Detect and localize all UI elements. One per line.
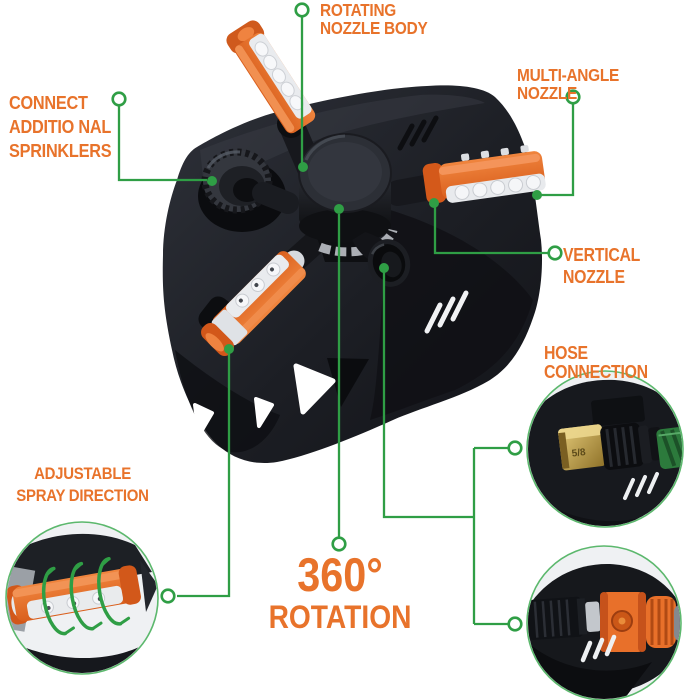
label-connect-additional-sprinklers: CONNECT ADDITIO NAL SPRINKLERS	[9, 92, 112, 161]
callout-dot-icon	[207, 176, 217, 186]
leader-adjustable-spray	[177, 351, 231, 598]
multi-angle-nozzle-right	[422, 145, 546, 204]
label-360-rotation: ROTATION	[268, 599, 412, 635]
callout-ring-icon	[565, 89, 581, 105]
leader-lines	[117, 17, 575, 626]
brass-fitting: 5/8	[558, 424, 606, 471]
leader-vertical-nozzle	[433, 206, 548, 255]
base-ridge-slashes	[397, 115, 439, 151]
base-shadow-foot	[175, 350, 280, 453]
callout-ring-icon	[331, 536, 347, 552]
callout-dot-icon	[224, 344, 234, 354]
leader-multi-angle-nozzle	[541, 104, 575, 197]
callout-dot-icon	[429, 198, 439, 208]
callout-ring-icon	[160, 588, 176, 604]
callout-dots	[207, 162, 542, 354]
callout-dot-icon	[379, 263, 389, 273]
base-shadow-right	[370, 210, 533, 420]
callout-ring-icon	[547, 245, 563, 261]
nozzle-holes-left	[235, 262, 281, 308]
callout-dot-icon	[532, 190, 542, 200]
orange-quick-connector	[600, 592, 680, 652]
callout-dot-icon	[334, 204, 344, 214]
threaded-outlet	[528, 596, 601, 640]
callout-dot-icon	[298, 162, 308, 172]
inset-adjustable-nozzle	[5, 521, 159, 675]
nozzle-holes-right	[454, 174, 541, 200]
hose-outlet	[367, 239, 411, 287]
callout-ring-icon	[294, 2, 310, 18]
label-hose-connection: HOSE CONNECTION	[544, 343, 648, 382]
label-multi-angle-nozzle: MULTI-ANGLE NOZZLE	[517, 65, 620, 104]
fitting-size-label: 5/8	[571, 447, 587, 460]
base-hole-white-2	[254, 397, 274, 428]
label-adjustable-spray-direction: ADJUSTABLE SPRAY DIRECTION	[16, 464, 149, 505]
ratchet-connector	[600, 422, 664, 470]
callout-ring-icon	[507, 616, 523, 632]
leader-hose-connection	[382, 271, 508, 626]
base-vent-slashes	[424, 290, 469, 334]
label-rotating-nozzle-body: ROTATING NOZZLE BODY	[320, 0, 428, 38]
base-hole-white-1	[293, 363, 336, 415]
inset-hose-brass: 5/8	[526, 370, 684, 528]
inset-hose-quick-connector	[526, 545, 682, 700]
base-top-highlight	[200, 94, 485, 195]
adjustable-nozzle-bar	[7, 557, 141, 636]
silver-collar	[318, 228, 398, 257]
callout-ring-icon	[111, 91, 127, 107]
rotation-arrows-icon	[41, 557, 131, 636]
callout-ring-icon	[507, 440, 523, 456]
leader-connect-additional	[117, 106, 207, 182]
callout-rings	[111, 2, 581, 632]
base-hole-white-3	[193, 403, 214, 437]
rotating-body	[298, 133, 398, 266]
inset1-vents	[623, 472, 659, 500]
vertical-nozzle-lower-left	[201, 251, 306, 356]
rotating-nozzle-top	[226, 20, 316, 134]
label-360-value: 360°	[297, 548, 383, 601]
label-vertical-nozzle: VERTICAL NOZZLE	[563, 245, 641, 287]
nozzle-holes-top	[254, 41, 304, 111]
inset2-vents	[580, 634, 617, 663]
base-hole-dark	[327, 358, 369, 407]
green-hose	[656, 426, 682, 469]
nozzle-top-nubs	[460, 145, 529, 161]
